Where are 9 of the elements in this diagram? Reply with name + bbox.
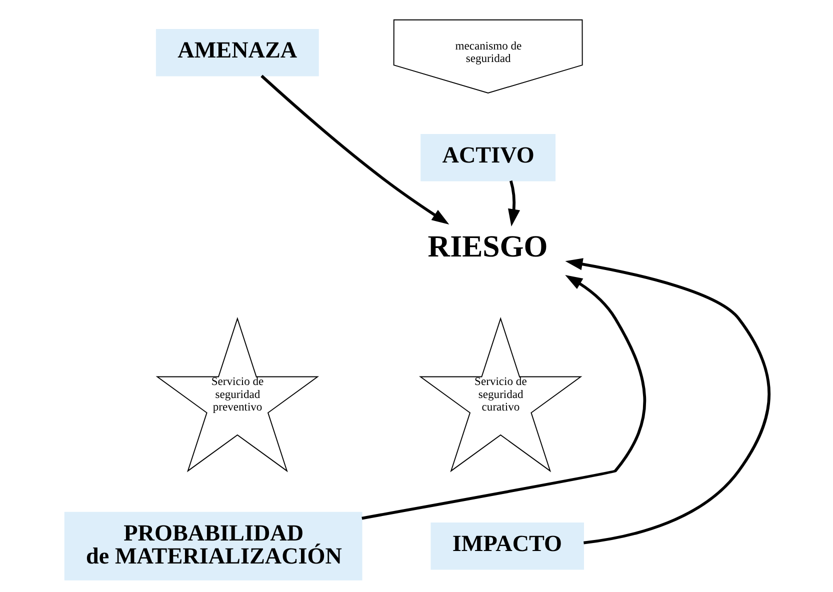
node-box: ACTIVO [420,134,556,182]
node-box: PROBABILIDAD de MATERIALIZACIÓN [64,512,362,580]
node-box: IMPACTO [430,522,584,570]
arrow [564,258,770,544]
arrow [508,180,520,227]
node-box: AMENAZA [155,28,318,76]
arrow [260,74,449,224]
arrow [361,274,646,520]
node-text: RIESGO [427,230,548,264]
